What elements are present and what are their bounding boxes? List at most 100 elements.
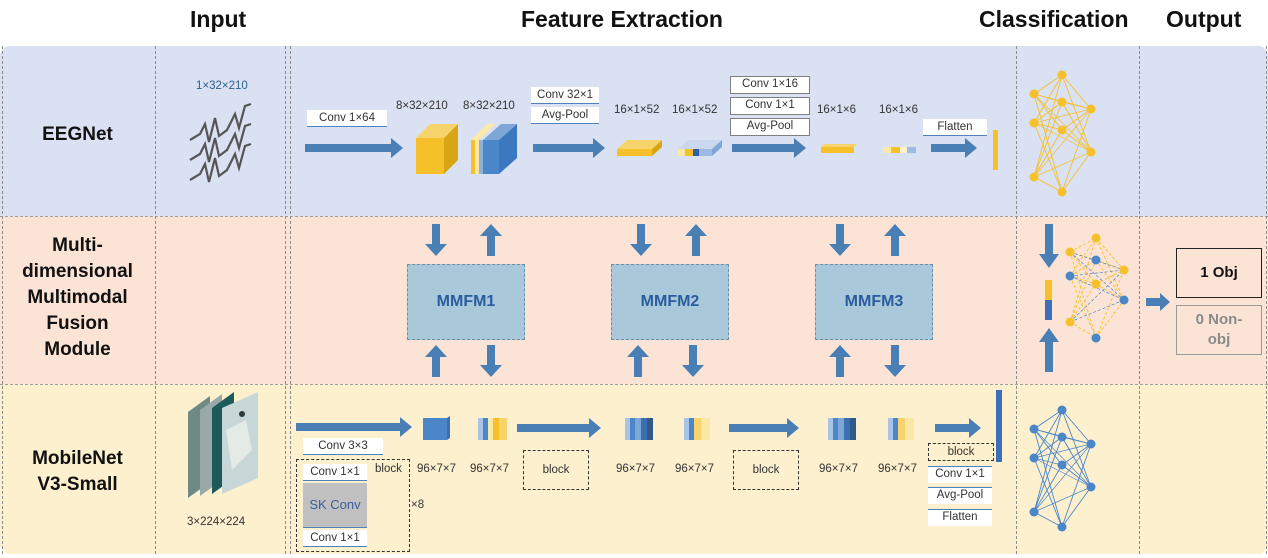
- arrow-right-icon: [935, 418, 981, 438]
- arrow-up-icon: [884, 224, 906, 256]
- network-edge: [1033, 409, 1063, 459]
- network-edge: [1033, 129, 1063, 178]
- fusion-classifier-network-icon: [1065, 233, 1129, 343]
- network-edge: [1061, 108, 1092, 131]
- header-classification: Classification: [979, 6, 1129, 32]
- mobile-feature-map-striped: [478, 418, 507, 440]
- dim-label: 8×32×210: [463, 100, 515, 112]
- eeg-input-dim: 1×32×210: [196, 80, 248, 92]
- network-edge: [1061, 486, 1092, 528]
- network-edge: [1033, 74, 1063, 124]
- network-node: [1091, 255, 1101, 265]
- op-conv-3x3: Conv 3×3: [303, 438, 383, 455]
- dim-label: 96×7×7: [417, 463, 457, 475]
- network-edge: [1095, 269, 1125, 339]
- fusion-arrows-bottom-1: [425, 345, 502, 377]
- block-detail-frame: [296, 459, 410, 552]
- arrow-right-icon: [931, 138, 977, 158]
- network-edge: [1061, 74, 1092, 153]
- header-feature-extraction: Feature Extraction: [521, 6, 723, 32]
- network-node: [1065, 247, 1075, 257]
- network-edge: [1033, 93, 1092, 153]
- mobile-feature-map-striped: [684, 418, 710, 440]
- header-input: Input: [190, 6, 247, 32]
- dim-label: 96×7×7: [616, 463, 656, 475]
- fusion-arrows-top-2: [630, 224, 707, 256]
- dim-label: 8×32×210: [396, 100, 448, 112]
- eeg-signal-icon: [189, 102, 252, 183]
- network-node: [1029, 424, 1039, 434]
- output-non-obj: 0 Non- obj: [1176, 305, 1262, 355]
- network-edge: [1061, 464, 1092, 488]
- block-label: block: [375, 463, 402, 475]
- network-edge: [1061, 443, 1092, 528]
- arrow-down-icon: [630, 224, 652, 256]
- concat-vector-eeg: [1045, 280, 1052, 300]
- network-edge: [1033, 176, 1063, 193]
- row-label-fusion: Multi- dimensional Multimodal Fusion Mod…: [0, 233, 155, 363]
- mobile-classifier-network-icon: [1029, 405, 1096, 532]
- network-node: [1057, 97, 1067, 107]
- op-final-avg-pool: Avg-Pool: [928, 487, 992, 504]
- arrow-right-icon: [305, 138, 403, 158]
- mmfm2-module: MMFM2: [611, 264, 729, 340]
- network-node: [1086, 104, 1096, 114]
- label-line: V3-Small: [37, 474, 118, 495]
- network-edge: [1069, 259, 1097, 277]
- eeg-flatten-vector: [993, 130, 998, 170]
- arrow-up-icon: [1039, 328, 1059, 372]
- network-node: [1029, 172, 1039, 182]
- network-edge: [1069, 269, 1125, 277]
- column-divider: [2, 46, 3, 554]
- network-node: [1057, 522, 1067, 532]
- network-edge: [1033, 409, 1063, 513]
- network-node: [1057, 70, 1067, 80]
- column-divider: [155, 46, 156, 554]
- op-conv-1x16: Conv 1×16: [730, 76, 810, 94]
- arrow-up-icon: [829, 345, 851, 377]
- network-edge: [1061, 74, 1092, 110]
- network-edge: [1033, 122, 1092, 153]
- network-node: [1057, 432, 1067, 442]
- mobile-feature-map: [423, 416, 450, 440]
- mobile-feature-map-striped: [888, 418, 914, 440]
- row-label-eegnet: EEGNet: [42, 124, 113, 145]
- arrow-right-icon: [732, 138, 806, 158]
- label-line: Module: [44, 339, 111, 360]
- network-edge: [1033, 457, 1092, 488]
- row-label-mobilenet: MobileNet V3-Small: [0, 446, 155, 498]
- network-edge: [1033, 436, 1063, 513]
- network-edge: [1033, 443, 1092, 459]
- feature-map-cube: [416, 124, 458, 174]
- network-node: [1119, 295, 1129, 305]
- arrow-right-icon: [1146, 293, 1170, 311]
- block-box-final: block: [928, 443, 994, 461]
- network-edge: [1061, 436, 1092, 488]
- mobile-feature-map-striped: [625, 418, 653, 440]
- network-edge: [1069, 251, 1097, 339]
- dim-label: 16×1×6: [879, 104, 919, 116]
- op-block-conv-1x1-a: Conv 1×1: [303, 464, 367, 481]
- network-edge: [1069, 251, 1125, 271]
- network-node: [1086, 439, 1096, 449]
- network-edge: [1069, 269, 1125, 323]
- feature-map-bar-striped: [883, 144, 919, 153]
- network-node: [1057, 460, 1067, 470]
- network-edge: [1069, 237, 1097, 277]
- arrow-right-icon: [296, 417, 412, 437]
- feature-map-slab: [617, 140, 662, 156]
- network-node: [1029, 89, 1039, 99]
- network-edge: [1069, 251, 1097, 261]
- op-conv-1x64: Conv 1×64: [307, 110, 387, 127]
- network-edge: [1069, 321, 1097, 339]
- network-edge: [1069, 275, 1097, 339]
- network-node: [1057, 187, 1067, 197]
- op-final-conv-1x1: Conv 1×1: [928, 466, 992, 483]
- feature-map-slab-striped: [678, 140, 722, 156]
- network-edge: [1061, 101, 1092, 153]
- network-node: [1086, 147, 1096, 157]
- label-line: Multi-: [52, 235, 103, 256]
- arrow-down-icon: [425, 224, 447, 256]
- label-line: Multimodal: [27, 287, 128, 308]
- network-edge: [1033, 108, 1092, 124]
